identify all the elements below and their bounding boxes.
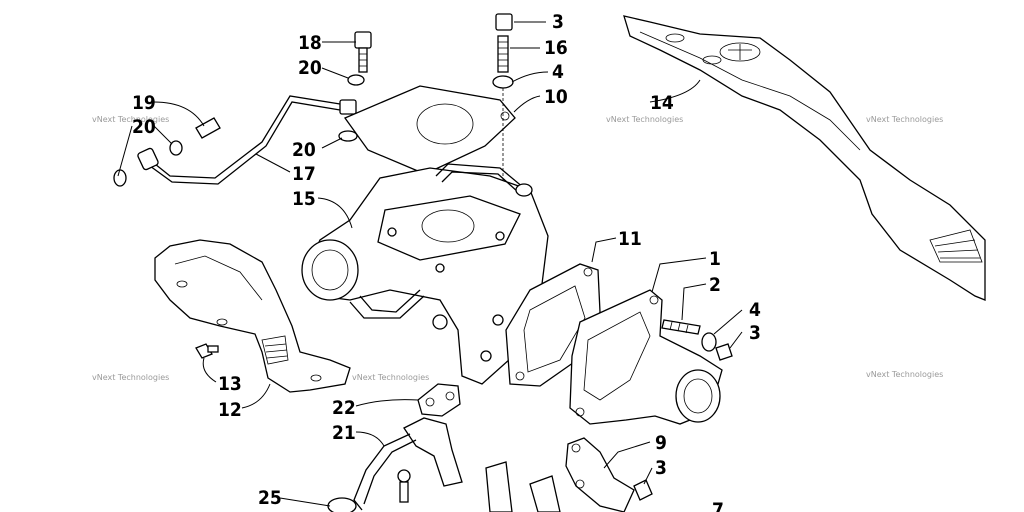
leader-lines	[117, 21, 743, 507]
watermark: vNext Technologies	[866, 115, 943, 124]
callout-21: 21	[332, 422, 356, 444]
clamp-25	[327, 497, 357, 512]
callout-10: 10	[544, 86, 568, 108]
callout-3: 3	[655, 457, 667, 479]
callout-4: 4	[749, 299, 761, 321]
watermark: vNext Technologies	[92, 373, 169, 382]
callout-3: 3	[749, 322, 761, 344]
callout-1: 1	[709, 248, 721, 270]
callout-3: 3	[552, 11, 564, 33]
callout-22: 22	[332, 397, 356, 419]
watermark: vNext Technologies	[92, 115, 169, 124]
callout-numbers: 18 20 3 16 4 10 19 20 20 17 15 14 11 1 2…	[132, 11, 761, 512]
callout-2: 2	[709, 274, 721, 296]
oil-return-gasket	[417, 383, 461, 417]
oil-return-bracket	[353, 417, 463, 511]
stud-and-nut-right	[661, 319, 733, 361]
exhaust-elbow	[569, 289, 723, 425]
oil-feed-line	[113, 95, 357, 187]
callout-11: 11	[618, 228, 642, 250]
callout-14: 14	[650, 92, 674, 114]
callout-20: 20	[298, 57, 322, 79]
callout-19: 19	[132, 92, 156, 114]
callout-17: 17	[292, 163, 316, 185]
callout-4: 4	[552, 61, 564, 83]
bolt-18	[338, 31, 372, 142]
callout-25: 25	[258, 487, 282, 509]
callout-7: 7	[712, 499, 724, 512]
bracket-9	[485, 437, 653, 512]
callout-20: 20	[132, 116, 156, 138]
turbocharger	[301, 163, 549, 385]
callout-9: 9	[655, 432, 667, 454]
callout-13: 13	[218, 373, 242, 395]
watermark: vNext Technologies	[606, 115, 683, 124]
callout-18: 18	[298, 32, 322, 54]
bolt-13	[195, 343, 219, 359]
heat-shield-top	[623, 15, 986, 301]
callout-15: 15	[292, 188, 316, 210]
watermark: vNext Technologies	[352, 373, 429, 382]
callout-20: 20	[292, 139, 316, 161]
callout-16: 16	[544, 37, 568, 59]
watermark: vNext Technologies	[866, 370, 943, 379]
heat-shield-lower	[154, 239, 351, 393]
gasket-top	[343, 85, 516, 175]
callout-12: 12	[218, 399, 242, 421]
